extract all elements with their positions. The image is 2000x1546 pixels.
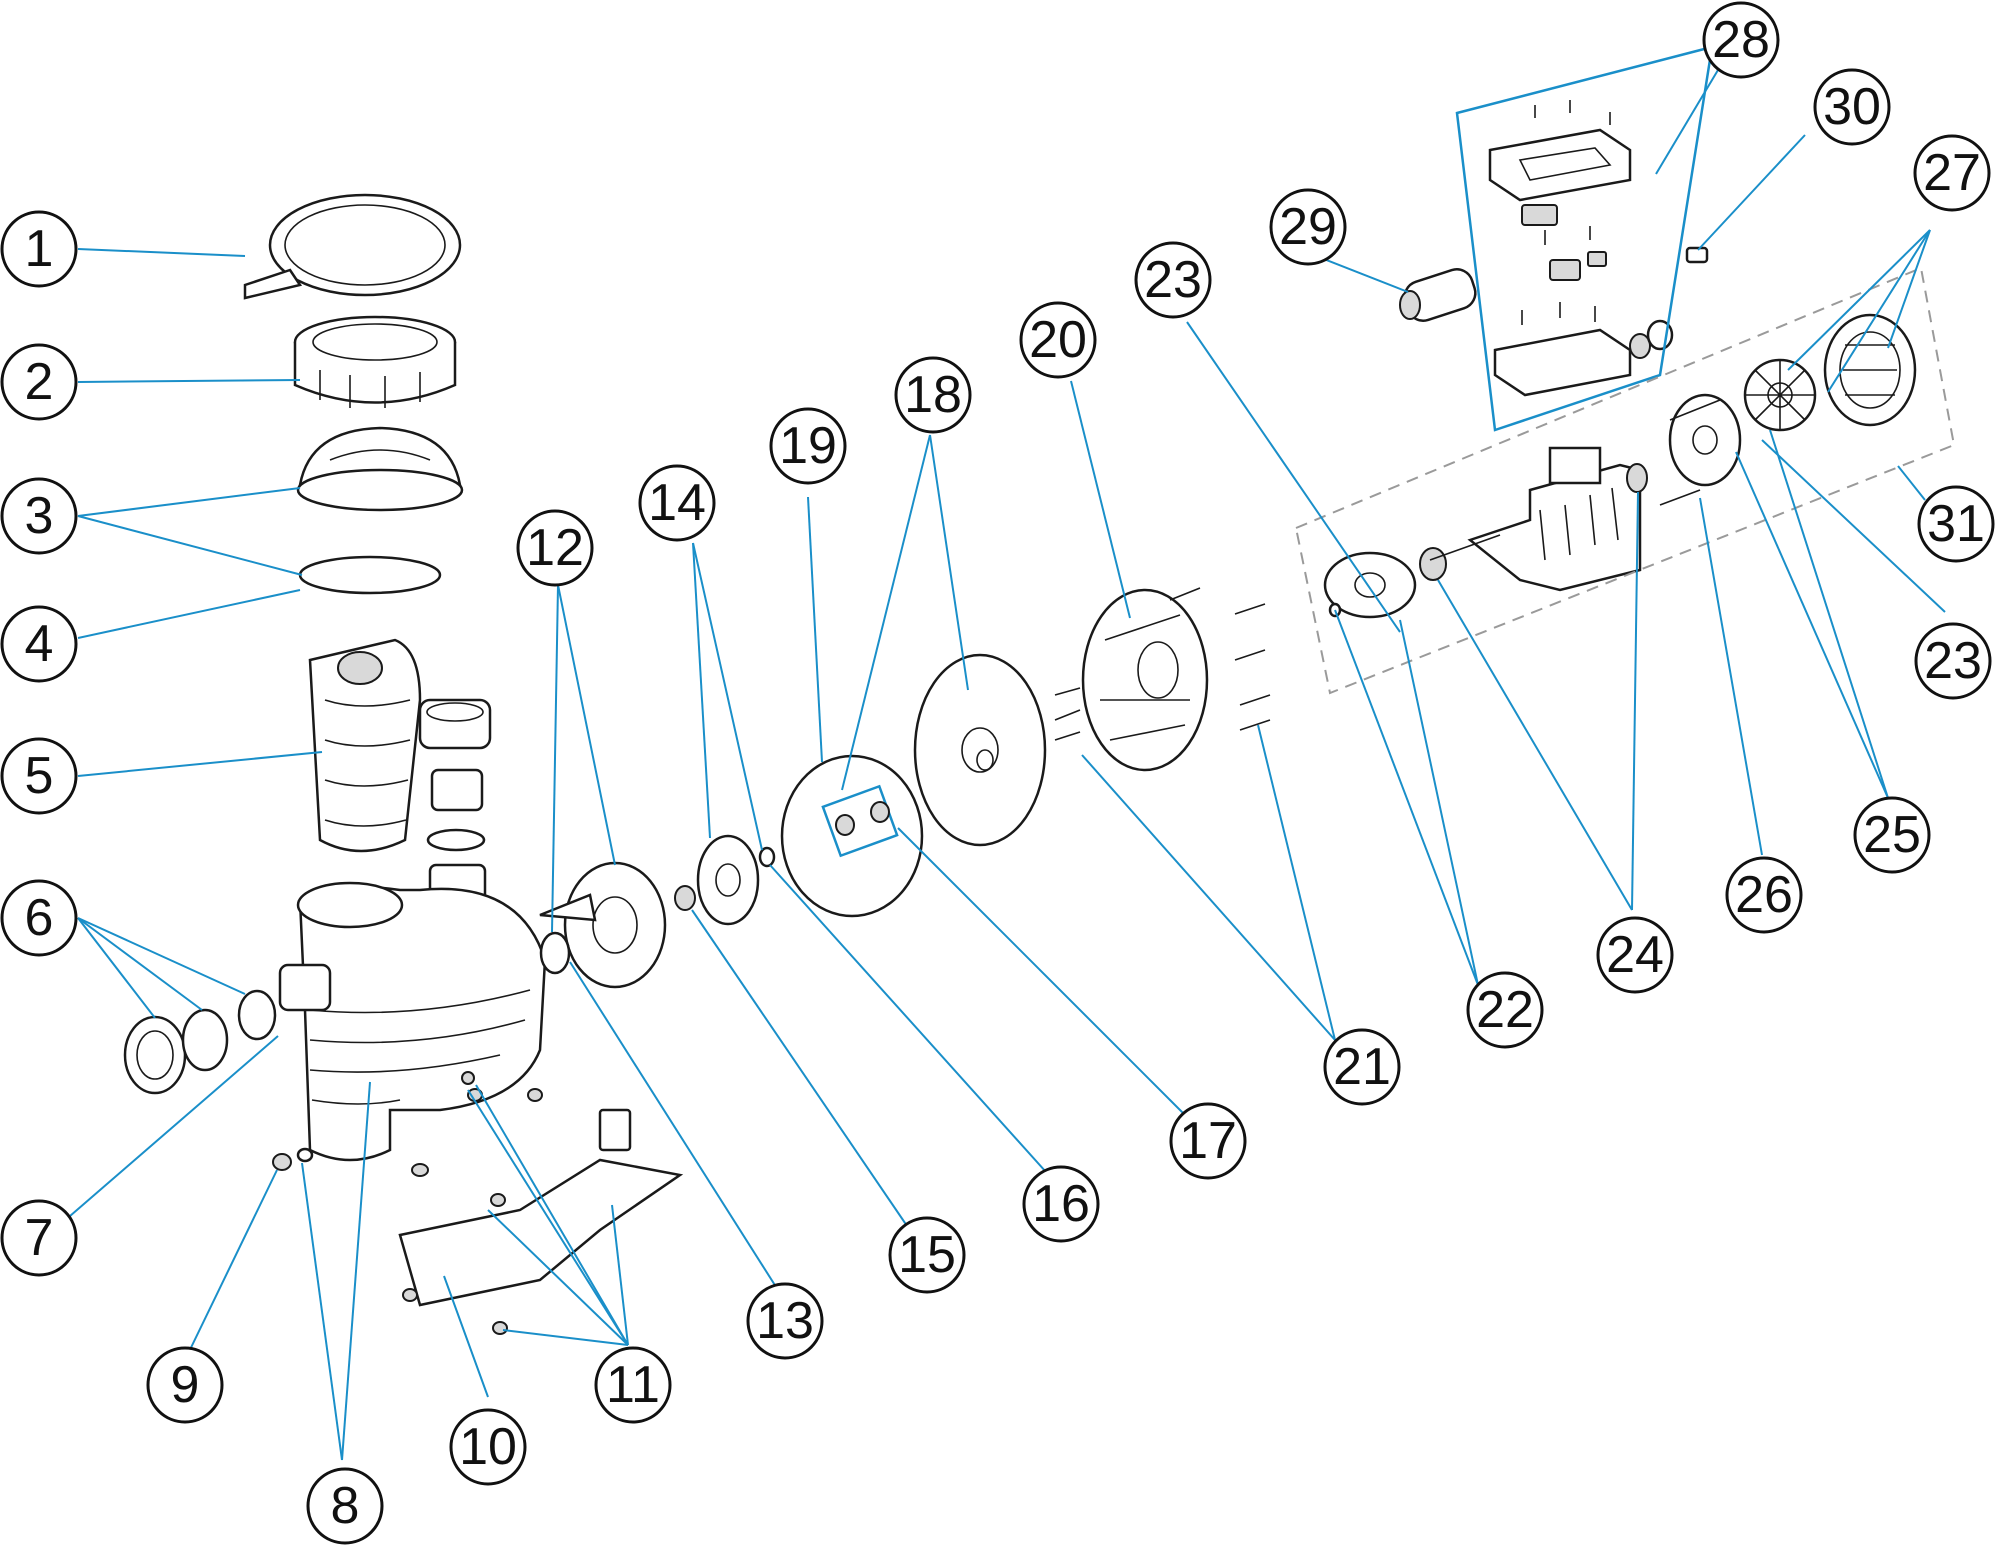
svg-text:25: 25 xyxy=(1863,806,1921,864)
part-motor-rear-flange xyxy=(1659,393,1742,506)
callout-16: 16 xyxy=(1022,1165,1100,1243)
part-fan-cover xyxy=(1823,313,1917,427)
svg-text:15: 15 xyxy=(898,1226,956,1284)
callout-18: 18 xyxy=(894,356,972,434)
svg-text:27: 27 xyxy=(1923,144,1981,202)
part-24-bearing-rear xyxy=(1626,463,1648,493)
svg-text:29: 29 xyxy=(1279,198,1337,256)
callout-22: 22 xyxy=(1466,971,1544,1049)
part-union-set-vertical xyxy=(418,698,492,905)
part-24-bearing-front xyxy=(1419,547,1447,581)
svg-text:31: 31 xyxy=(1927,495,1985,553)
svg-text:9: 9 xyxy=(171,1356,200,1414)
callout-21: 21 xyxy=(1323,1028,1401,1106)
svg-text:28: 28 xyxy=(1712,11,1770,69)
svg-text:16: 16 xyxy=(1032,1175,1090,1233)
callout-4: 4 xyxy=(0,605,78,683)
callout-11: 11 xyxy=(594,1346,672,1424)
callout-19: 19 xyxy=(769,407,847,485)
callout-28: 28 xyxy=(1702,1,1780,79)
parts-artwork xyxy=(123,100,1917,1335)
svg-text:5: 5 xyxy=(25,747,54,805)
motor-assembly-group-frame xyxy=(1294,266,1956,695)
svg-text:13: 13 xyxy=(756,1292,814,1350)
part-2-lock-ring xyxy=(293,315,457,408)
svg-text:18: 18 xyxy=(904,366,962,424)
svg-text:14: 14 xyxy=(648,474,706,532)
callout-30: 30 xyxy=(1813,68,1891,146)
callout-26: 26 xyxy=(1725,856,1803,934)
leader-lines xyxy=(69,69,1946,1461)
callout-7: 7 xyxy=(0,1199,78,1277)
svg-text:8: 8 xyxy=(331,1477,360,1535)
part-8-9-drain-plug xyxy=(272,1147,314,1171)
svg-text:30: 30 xyxy=(1823,78,1881,136)
part-29-capacitor xyxy=(1399,268,1477,322)
callout-31: 31 xyxy=(1917,485,1995,563)
part-fan xyxy=(1743,358,1817,432)
svg-text:1: 1 xyxy=(25,220,54,278)
svg-text:26: 26 xyxy=(1735,866,1793,924)
callout-23-upper: 23 xyxy=(1134,241,1212,319)
callout-6: 6 xyxy=(0,879,78,957)
svg-text:21: 21 xyxy=(1333,1038,1391,1096)
part-pump-body xyxy=(278,881,547,1162)
callout-14: 14 xyxy=(638,464,716,542)
callout-20: 20 xyxy=(1019,301,1097,379)
part-20-seal-plate xyxy=(913,653,1047,847)
svg-text:23: 23 xyxy=(1144,251,1202,309)
terminal-box-group-frame xyxy=(1455,45,1714,432)
svg-text:7: 7 xyxy=(25,1209,54,1267)
part-6-union-set xyxy=(123,989,277,1095)
svg-text:3: 3 xyxy=(25,487,54,545)
part-4-lid-o-ring xyxy=(298,555,442,595)
callout-17: 17 xyxy=(1169,1102,1247,1180)
svg-text:17: 17 xyxy=(1179,1112,1237,1170)
callout-2: 2 xyxy=(0,343,78,421)
part-motor-front-flange xyxy=(1323,551,1417,619)
callout-10: 10 xyxy=(449,1408,527,1486)
callout-27: 27 xyxy=(1913,134,1991,212)
part-5-basket xyxy=(308,638,422,853)
part-21-bolts xyxy=(1054,587,1271,741)
part-motor-stator xyxy=(1429,446,1642,592)
part-10-base xyxy=(398,1071,684,1335)
callout-12: 12 xyxy=(516,509,594,587)
svg-text:4: 4 xyxy=(25,615,54,673)
callout-29: 29 xyxy=(1269,188,1347,266)
callout-25: 25 xyxy=(1853,796,1931,874)
callout-8: 8 xyxy=(306,1467,384,1545)
part-1-lid-key xyxy=(243,193,462,300)
svg-text:20: 20 xyxy=(1029,311,1087,369)
svg-text:19: 19 xyxy=(779,417,837,475)
callout-5: 5 xyxy=(0,737,78,815)
svg-text:6: 6 xyxy=(25,889,54,947)
svg-text:23: 23 xyxy=(1924,632,1982,690)
part-motor-adaptor xyxy=(1081,588,1209,772)
part-14-impeller xyxy=(674,834,776,926)
callout-13: 13 xyxy=(746,1282,824,1360)
part-19-gasket xyxy=(780,754,924,918)
callout-24: 24 xyxy=(1596,916,1674,994)
part-3-lid xyxy=(296,426,464,512)
svg-text:12: 12 xyxy=(526,519,584,577)
svg-text:22: 22 xyxy=(1476,981,1534,1039)
part-28-terminal-box xyxy=(1488,100,1674,397)
svg-text:11: 11 xyxy=(606,1356,660,1414)
svg-text:2: 2 xyxy=(25,353,54,411)
part-30-cable-gland xyxy=(1685,246,1709,264)
svg-text:10: 10 xyxy=(459,1418,517,1476)
svg-text:24: 24 xyxy=(1606,926,1664,984)
callout-23-right: 23 xyxy=(1914,622,1992,700)
part-12-diffuser xyxy=(539,861,667,989)
callout-3: 3 xyxy=(0,477,78,555)
callout-9: 9 xyxy=(146,1346,224,1424)
callout-15: 15 xyxy=(888,1216,966,1294)
callout-1: 1 xyxy=(0,210,78,288)
